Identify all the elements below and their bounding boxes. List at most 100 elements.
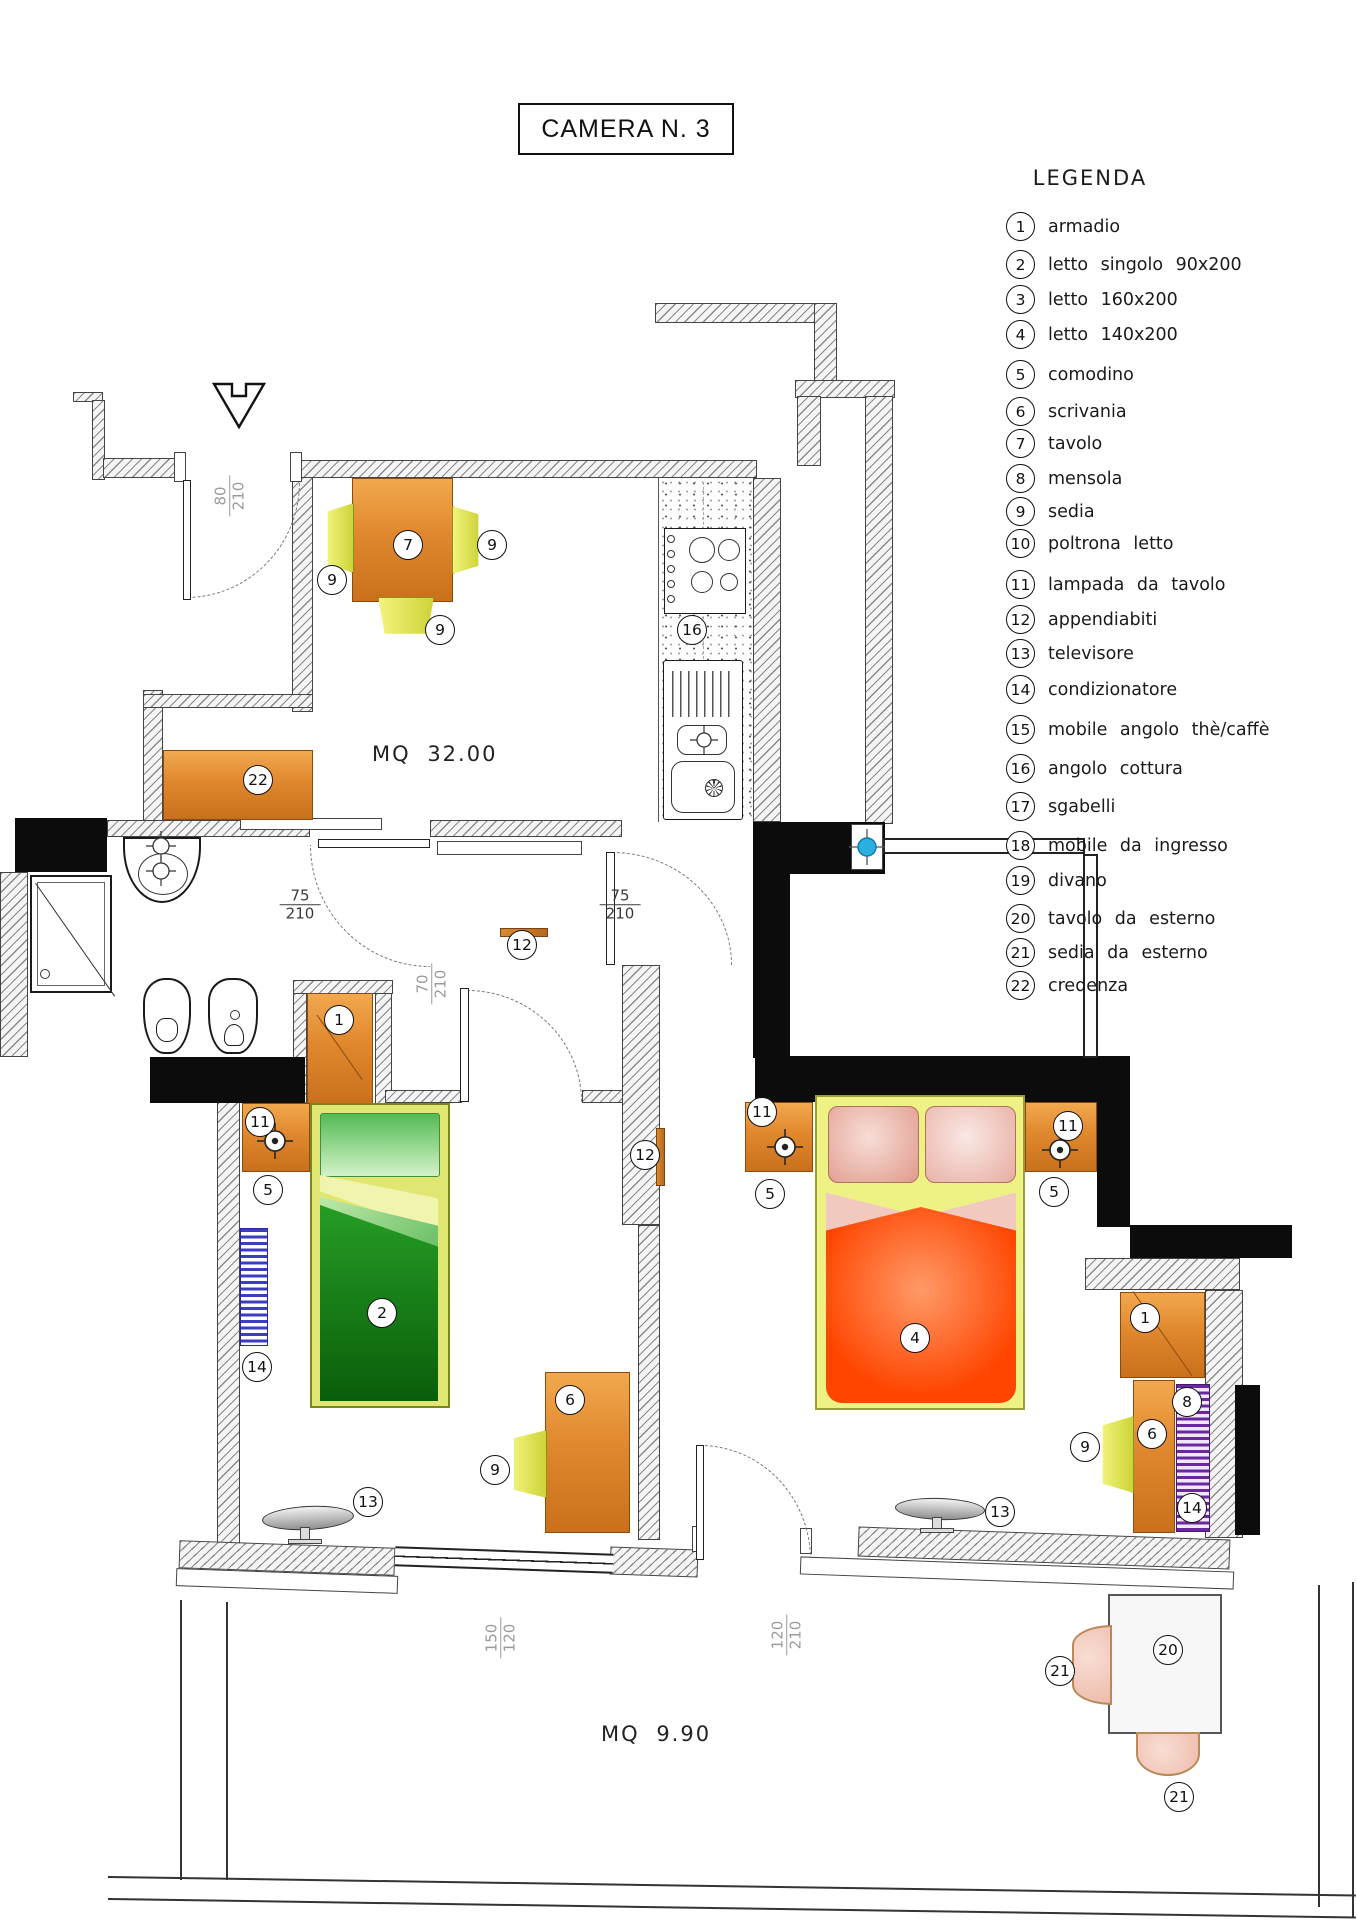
bed-body: [826, 1207, 1016, 1403]
plan-marker-9: 9: [477, 530, 507, 560]
chair: [452, 506, 479, 574]
balcony-edge: [1318, 1585, 1320, 1907]
door-leaf-bedroom4: [606, 852, 615, 965]
legend-label: armadio: [1048, 216, 1121, 237]
legend-label: mobile da ingresso: [1048, 835, 1228, 856]
door-jamb: [174, 452, 186, 482]
credenza: [163, 750, 313, 820]
dimension-height: 210: [599, 904, 641, 923]
wall: [1085, 1258, 1240, 1290]
wall-pier: [609, 1546, 699, 1578]
legend-number: 17: [1006, 792, 1035, 821]
stove-knob: [667, 565, 675, 573]
dimension-width: 75: [610, 886, 630, 905]
balcony-edge: [107, 1876, 1356, 1897]
dimension-width: 70: [413, 974, 432, 994]
plan-marker-9: 9: [480, 1455, 510, 1485]
wall-right: [865, 396, 893, 824]
legend-number: 21: [1006, 938, 1035, 967]
plan-marker-4: 4: [900, 1323, 930, 1353]
legend-number: 19: [1006, 866, 1035, 895]
table-lamp-icon: [767, 1129, 803, 1165]
plan-marker-12: 12: [630, 1140, 660, 1170]
service-marker-icon: [849, 829, 885, 865]
legend-label: poltrona letto: [1048, 533, 1174, 554]
wall-black: [1097, 1102, 1130, 1227]
legend-label: comodino: [1048, 364, 1134, 385]
legend-label: mobile angolo thè/caffè: [1048, 719, 1270, 740]
wall-thin: [1083, 854, 1098, 1058]
legend-item-5: 5 comodino: [1006, 360, 1134, 389]
basin-tap-icon: [146, 856, 176, 886]
legend-item-11: 11 lampada da tavolo: [1006, 570, 1225, 599]
plan-marker-6: 6: [1137, 1419, 1167, 1449]
legend-item-6: 6 scrivania: [1006, 397, 1127, 426]
legend-number: 11: [1006, 570, 1035, 599]
plan-marker-1: 1: [324, 1005, 354, 1035]
legend-number: 6: [1006, 397, 1035, 426]
wall: [143, 694, 313, 708]
stove-burner: [691, 571, 713, 593]
legend-number: 22: [1006, 971, 1035, 1000]
legend-number: 10: [1006, 529, 1035, 558]
legend-label: televisore: [1048, 643, 1134, 664]
kitchen-centerline: [703, 482, 704, 818]
wall-hall-bottom: [430, 820, 622, 837]
legend-label: letto 160x200: [1048, 289, 1178, 310]
tv-base: [288, 1539, 322, 1544]
legend-number: 5: [1006, 360, 1035, 389]
legend-label: divano: [1048, 870, 1107, 891]
bed-pillow: [925, 1106, 1016, 1183]
legend-number: 8: [1006, 464, 1035, 493]
legend-label: scrivania: [1048, 401, 1127, 422]
legend-label: condizionatore: [1048, 679, 1178, 700]
wall-black: [150, 1057, 305, 1103]
wall: [143, 690, 163, 822]
stove-burner: [720, 573, 738, 591]
door-leaf-bath: [318, 839, 430, 848]
plan-marker-5: 5: [1039, 1177, 1069, 1207]
tv-base: [920, 1528, 954, 1533]
plan-marker-8: 8: [1172, 1387, 1202, 1417]
door-leaf-entry: [183, 480, 191, 600]
legend-label: letto singolo 90x200: [1048, 254, 1242, 275]
door-jamb: [290, 452, 302, 482]
dimension-height: 210: [786, 1614, 805, 1656]
plan-marker-2: 2: [367, 1298, 397, 1328]
faucet-cross-icon: [690, 726, 718, 754]
bed-pillow: [320, 1113, 440, 1177]
legend-number: 14: [1006, 675, 1035, 704]
legend-number: 2: [1006, 250, 1035, 279]
plan-marker-5: 5: [755, 1179, 785, 1209]
shower: [30, 875, 116, 997]
door-arc-balcony: [700, 1445, 811, 1560]
outdoor-chair: [1136, 1732, 1200, 1776]
legend-number: 18: [1006, 831, 1035, 860]
door-leaf-bedroom2: [460, 988, 469, 1102]
plan-marker-14: 14: [242, 1352, 272, 1382]
plan-marker-9: 9: [317, 565, 347, 595]
wall: [795, 380, 895, 398]
legend-label: lampada da tavolo: [1048, 574, 1226, 595]
wall-black-headboard: [755, 1056, 1130, 1102]
legend-label: tavolo: [1048, 433, 1103, 454]
stove-burner: [718, 539, 740, 561]
wall-hall-left: [292, 477, 313, 712]
toilet-bowl: [156, 1018, 178, 1042]
bidet-drain: [224, 1024, 244, 1046]
chair: [1102, 1416, 1134, 1493]
stove-knob: [667, 550, 675, 558]
shower-drain: [40, 969, 50, 979]
